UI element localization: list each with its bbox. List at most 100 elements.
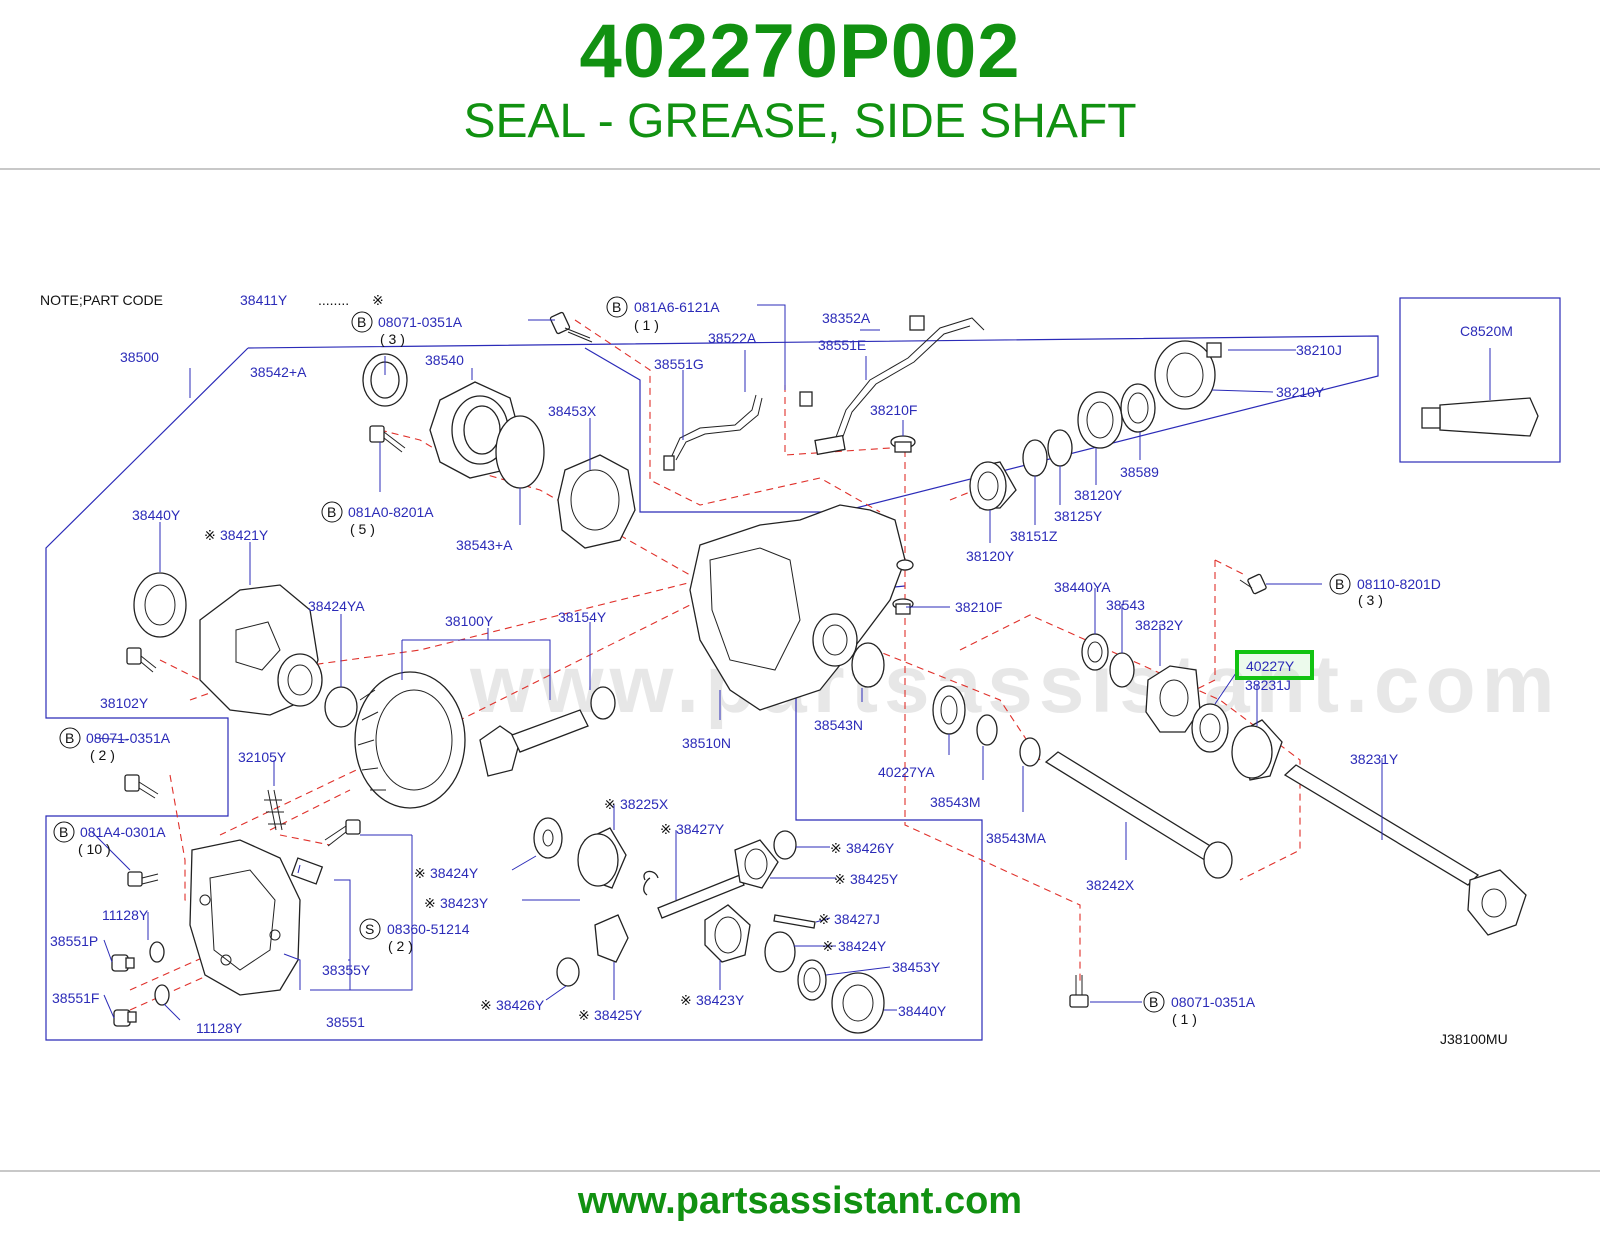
callout-38231y[interactable]: 38231Y <box>1350 751 1399 767</box>
svg-text:( 5 ): ( 5 ) <box>350 521 375 537</box>
bolt-callout-08071-0351a-bottom[interactable]: B 08071-0351A ( 1 ) <box>1143 991 1256 1027</box>
washer-38424ya-icon <box>324 686 358 728</box>
callout-38510n[interactable]: 38510N <box>682 735 731 751</box>
note-mark: ※ <box>372 292 384 308</box>
callout-38424ya[interactable]: 38424YA <box>308 598 365 614</box>
callout-38232y[interactable]: 38232Y <box>1135 617 1184 633</box>
footer-divider <box>0 1170 1600 1172</box>
callout-38427j[interactable]: 38427J <box>834 911 880 927</box>
svg-text:08071-0351A: 08071-0351A <box>86 730 171 746</box>
callout-38423y-upper[interactable]: 38423Y <box>440 895 489 911</box>
callout-38426y-upper[interactable]: 38426Y <box>846 840 895 856</box>
callout-38100y[interactable]: 38100Y <box>445 613 494 629</box>
callout-38500[interactable]: 38500 <box>120 349 159 365</box>
page-header: 402270P002 SEAL - GREASE, SIDE SHAFT <box>0 0 1600 168</box>
stud-32105y-icon <box>264 789 286 831</box>
highlight-box-40227y[interactable] <box>1235 650 1314 680</box>
callout-38225x[interactable]: 38225X <box>620 796 669 812</box>
callout-38543n[interactable]: 38543N <box>814 717 863 733</box>
thrust-washer-38424y-icon <box>533 817 563 859</box>
callout-38120y-lower[interactable]: 38120Y <box>966 548 1015 564</box>
callout-38242x[interactable]: 38242X <box>1086 877 1135 893</box>
callout-38421y[interactable]: 38421Y <box>220 527 269 543</box>
callout-38540[interactable]: 38540 <box>425 352 464 368</box>
callout-38589[interactable]: 38589 <box>1120 464 1159 480</box>
bolt-callout-081a6-6121a[interactable]: B 081A6-6121A ( 1 ) <box>606 296 720 333</box>
callout-38543ma[interactable]: 38543MA <box>986 830 1047 846</box>
callout-38425y-upper[interactable]: 38425Y <box>850 871 899 887</box>
bolt-08071-top-icon <box>549 311 593 343</box>
callout-38543m[interactable]: 38543M <box>930 794 981 810</box>
callout-38424y-upper[interactable]: 38424Y <box>430 865 479 881</box>
svg-text:081A6-6121A: 081A6-6121A <box>634 299 720 315</box>
header-divider <box>0 168 1600 170</box>
svg-text:S: S <box>365 921 374 937</box>
bolt-callout-08110-8201d[interactable]: B 08110-8201D ( 3 ) <box>1329 573 1441 608</box>
callout-38210f-lower[interactable]: 38210F <box>955 599 1002 615</box>
callout-40227ya[interactable]: 40227YA <box>878 764 935 780</box>
callout-38551p[interactable]: 38551P <box>50 933 98 949</box>
callout-38352a[interactable]: 38352A <box>822 310 871 326</box>
callout-38427y[interactable]: 38427Y <box>676 821 725 837</box>
callout-38210f-top[interactable]: 38210F <box>870 402 917 418</box>
callout-38542a[interactable]: 38542+A <box>250 364 307 380</box>
callout-38522a[interactable]: 38522A <box>708 330 757 346</box>
callout-32105y[interactable]: 32105Y <box>238 749 287 765</box>
callout-11128y-lower[interactable]: 11128Y <box>196 1020 243 1036</box>
bolt-08360-icon <box>324 819 361 847</box>
thrust-washer-38424y-lower-icon <box>764 931 796 973</box>
svg-text:08071-0351A: 08071-0351A <box>1171 994 1256 1010</box>
callout-38151z[interactable]: 38151Z <box>1010 528 1058 544</box>
footer-url[interactable]: www.partsassistant.com <box>577 1180 1023 1222</box>
callout-38125y[interactable]: 38125Y <box>1054 508 1103 524</box>
callout-11128y-upper[interactable]: 11128Y <box>102 907 149 923</box>
callout-38551e[interactable]: 38551E <box>818 337 866 353</box>
callout-38102y[interactable]: 38102Y <box>100 695 149 711</box>
callout-38425y-lower[interactable]: 38425Y <box>594 1007 643 1023</box>
bolt-callout-081a0-8201a[interactable]: B 081A0-8201A ( 5 ) <box>321 501 434 537</box>
callout-38424y-lower[interactable]: 38424Y <box>838 938 887 954</box>
callout-38551f[interactable]: 38551F <box>52 990 99 1006</box>
bolt-08071-left-icon <box>124 774 159 799</box>
callout-38210j[interactable]: 38210J <box>1296 342 1342 358</box>
callout-38154y[interactable]: 38154Y <box>558 609 607 625</box>
washer-38154y-icon <box>590 686 616 720</box>
oring-38543m-icon <box>976 714 998 746</box>
bolt-callout-08071-0351a-top[interactable]: B 08071-0351A ( 3 ) <box>351 311 463 347</box>
callout-38440ya[interactable]: 38440YA <box>1054 579 1111 595</box>
washer-11128y-upper-icon <box>149 941 165 963</box>
diff-housing-38510n-icon <box>689 504 914 711</box>
callout-38551[interactable]: 38551 <box>326 1014 365 1030</box>
svg-text:08071-0351A: 08071-0351A <box>378 314 463 330</box>
callout-38210y[interactable]: 38210Y <box>1276 384 1325 400</box>
callout-c8520m[interactable]: C8520M <box>1460 323 1513 339</box>
callout-40227y-highlighted[interactable]: 40227Y <box>1246 658 1295 674</box>
watermark: www.partsassistant.com <box>469 639 1561 730</box>
svg-text:( 2 ): ( 2 ) <box>388 938 413 954</box>
callout-38543a[interactable]: 38543+A <box>456 537 513 553</box>
callout-38440y-left[interactable]: 38440Y <box>132 507 181 523</box>
callout-38453x[interactable]: 38453X <box>548 403 597 419</box>
callout-38423y-lower[interactable]: 38423Y <box>696 992 745 1008</box>
seal-40227ya-icon <box>932 685 966 735</box>
bolt-callout-08360-51214[interactable]: S 08360-51214 ( 2 ) <box>359 918 470 954</box>
callout-38355y[interactable]: 38355Y <box>322 962 371 978</box>
part-description: SEAL - GREASE, SIDE SHAFT <box>463 95 1137 148</box>
oring-38543n-icon <box>851 642 885 688</box>
bearing-38440ya-icon <box>1081 633 1109 671</box>
svg-text:※: ※ <box>818 911 830 927</box>
callout-38440y-lower[interactable]: 38440Y <box>898 1003 947 1019</box>
callout-38120y-upper[interactable]: 38120Y <box>1074 487 1123 503</box>
callout-38551g[interactable]: 38551G <box>654 356 704 372</box>
bolt-callout-081a4-0301a[interactable]: B 081A4-0301A ( 10 ) <box>53 821 166 857</box>
callout-38426y-lower[interactable]: 38426Y <box>496 997 545 1013</box>
callout-38231j[interactable]: 38231J <box>1245 677 1291 693</box>
side-gear-38423y-lower-icon <box>704 904 751 963</box>
callout-38453y[interactable]: 38453Y <box>892 959 941 975</box>
pin-38427j-icon <box>773 914 816 929</box>
ring-gear-38100y-icon <box>354 671 466 809</box>
bolt-callout-08071-0351a-left[interactable]: B 08071-0351A ( 2 ) <box>59 727 171 763</box>
callout-38543[interactable]: 38543 <box>1106 597 1145 613</box>
plug-38210f-top-icon <box>890 435 916 453</box>
grease-box-outline <box>1399 297 1561 463</box>
